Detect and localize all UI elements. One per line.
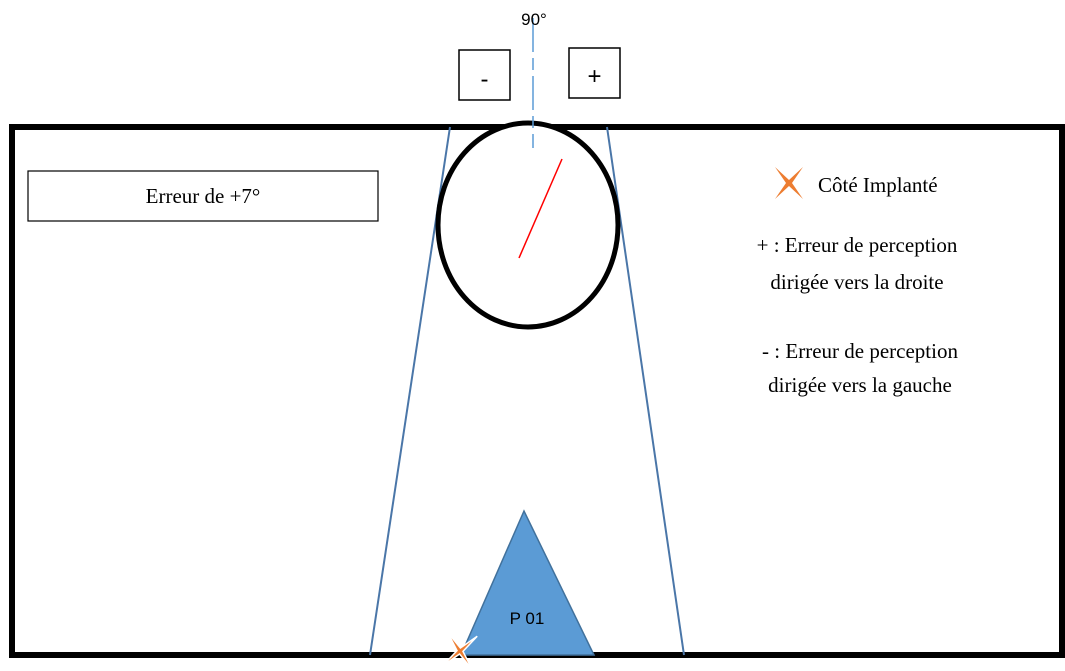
- target-circle: [435, 120, 621, 330]
- participant-label: P 01: [510, 609, 545, 628]
- legend-plus-line1: + : Erreur de perception: [757, 233, 958, 257]
- angle-label: 90°: [521, 10, 547, 29]
- legend-minus-line2: dirigée vers la gauche: [768, 373, 952, 397]
- plus-button-label: +: [587, 63, 601, 90]
- minus-button[interactable]: -: [458, 49, 511, 101]
- perceived-direction-line: [518, 158, 563, 259]
- participant-triangle: [459, 509, 596, 656]
- legend-plus-line2: dirigée vers la droite: [770, 270, 943, 294]
- error-box-text: Erreur de +7°: [146, 184, 261, 208]
- error-box: [27, 170, 379, 222]
- orange-x-cross-icon: [775, 167, 803, 199]
- plus-button[interactable]: +: [568, 47, 621, 99]
- implant-marker-icon: [442, 631, 478, 671]
- minus-button-label: -: [481, 66, 489, 93]
- legend-minus-line1: - : Erreur de perception: [762, 339, 958, 363]
- legend-implanted-label: Côté Implanté: [818, 173, 938, 197]
